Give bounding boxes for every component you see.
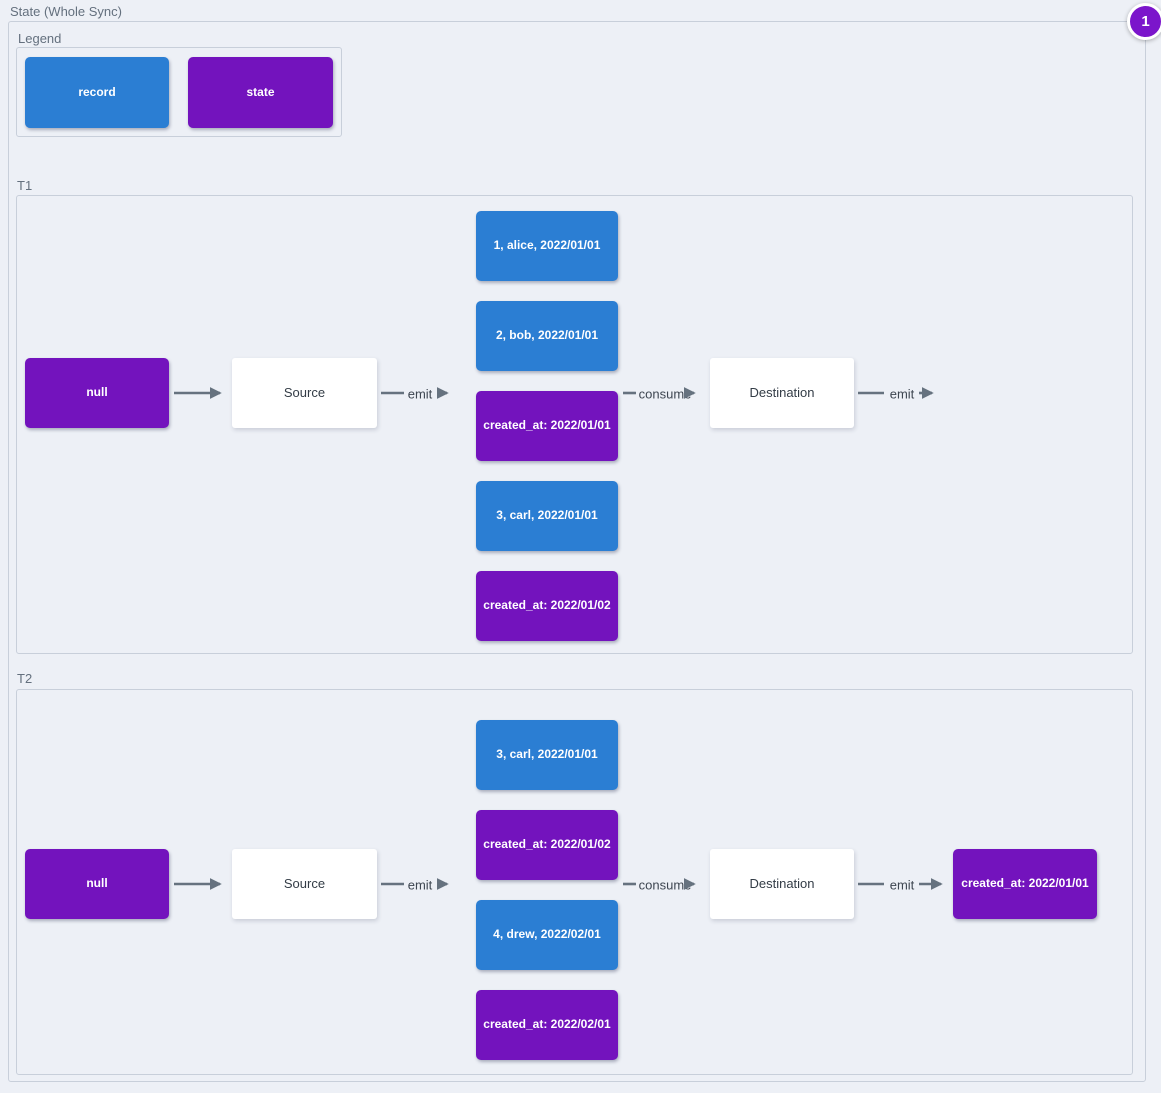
t1-record-node-carl: 3, carl, 2022/01/01 — [476, 481, 618, 551]
t1-emit-out-label: emit — [889, 386, 915, 402]
section-t1-panel — [16, 195, 1133, 654]
t1-state-node-2: created_at: 2022/01/02 — [476, 571, 618, 641]
t2-output-state-node: created_at: 2022/01/01 — [953, 849, 1097, 919]
record-label: 3, carl, 2022/01/01 — [496, 747, 598, 762]
t2-consume-label: consume — [638, 877, 692, 893]
t2-destination-node: Destination — [710, 849, 854, 919]
legend-state-swatch: state — [188, 57, 333, 128]
t1-consume-label: consume — [638, 386, 692, 402]
t2-state-node-2: created_at: 2022/02/01 — [476, 990, 618, 1060]
t1-source-node: Source — [232, 358, 377, 428]
legend-panel — [16, 47, 342, 137]
section-t2-title: T2 — [17, 671, 33, 686]
step-badge-number: 1 — [1141, 13, 1150, 30]
t2-output-state-label: created_at: 2022/01/01 — [961, 876, 1089, 891]
step-badge[interactable]: 1 — [1127, 3, 1161, 40]
t1-destination-label: Destination — [749, 385, 815, 401]
legend-state-label: state — [246, 84, 275, 99]
section-t2-panel — [16, 689, 1133, 1075]
state-label: created_at: 2022/01/02 — [483, 837, 611, 852]
record-label: 2, bob, 2022/01/01 — [495, 328, 599, 343]
state-label: created_at: 2022/02/01 — [483, 1017, 611, 1032]
t2-record-node-carl: 3, carl, 2022/01/01 — [476, 720, 618, 790]
record-label: 1, alice, 2022/01/01 — [493, 238, 601, 253]
t1-record-node-bob: 2, bob, 2022/01/01 — [476, 301, 618, 371]
t2-null-node: null — [25, 849, 169, 919]
legend-record-swatch: record — [25, 57, 169, 128]
t2-record-node-drew: 4, drew, 2022/02/01 — [476, 900, 618, 970]
t2-destination-label: Destination — [749, 876, 815, 892]
t1-emit-label: emit — [407, 386, 433, 402]
t1-state-node-1: created_at: 2022/01/01 — [476, 391, 618, 461]
t2-emit-label: emit — [407, 877, 433, 893]
t1-null-label: null — [86, 385, 108, 400]
state-label: created_at: 2022/01/01 — [483, 418, 611, 433]
record-label: 4, drew, 2022/02/01 — [493, 927, 601, 942]
state-label: created_at: 2022/01/02 — [483, 598, 611, 613]
section-t1-title: T1 — [17, 178, 33, 193]
whole-sync-panel — [8, 21, 1146, 1082]
t1-record-node-alice: 1, alice, 2022/01/01 — [476, 211, 618, 281]
legend-record-label: record — [78, 84, 116, 99]
t2-emit-out-label: emit — [889, 877, 915, 893]
t1-source-label: Source — [283, 385, 326, 401]
record-label: 3, carl, 2022/01/01 — [496, 508, 598, 523]
t1-null-node: null — [25, 358, 169, 428]
t2-source-node: Source — [232, 849, 377, 919]
t2-source-label: Source — [283, 876, 326, 892]
t2-null-label: null — [86, 876, 108, 891]
diagram-title: State (Whole Sync) — [10, 4, 122, 19]
legend-title: Legend — [18, 31, 62, 46]
t2-state-node-1: created_at: 2022/01/02 — [476, 810, 618, 880]
t1-destination-node: Destination — [710, 358, 854, 428]
